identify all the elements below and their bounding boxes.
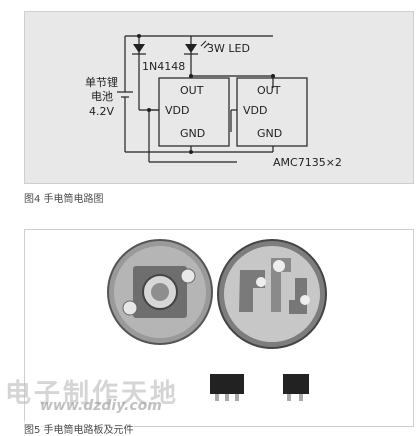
ic-part-label: AMC7135×2 [273, 156, 342, 169]
ic1-gnd-label: GND [180, 127, 205, 140]
circuit-board-photo-panel [24, 229, 414, 427]
battery-label-line2: 电池 [91, 90, 113, 103]
driver-board-photo [217, 239, 327, 349]
figure5-caption: 图5 手电筒电路板及元件 [24, 421, 134, 436]
watermark-url: www.dzdiy.com [40, 398, 162, 414]
led-label: 3W LED [207, 42, 250, 55]
ic1-out-label: OUT [180, 84, 204, 97]
diode-label: 1N4148 [142, 60, 185, 73]
circuit-schematic: 1N4148 3W LED 单节锂 电池 4.2V OUT VDD GND OU… [85, 34, 342, 169]
watermark: 电子制作天地 [5, 379, 180, 409]
figure4-caption: 图4 手电筒电路图 [24, 194, 104, 205]
battery-label-line1: 单节锂 [85, 75, 118, 89]
led-symbol [184, 40, 210, 55]
amc7135-chips-photo [210, 374, 309, 401]
diode-symbol [132, 44, 146, 55]
battery-voltage: 4.2V [89, 105, 114, 118]
ic2-gnd-label: GND [257, 127, 282, 140]
circuit-diagram-panel: 1N4148 3W LED 单节锂 电池 4.2V OUT VDD GND OU… [24, 11, 414, 184]
ic2-vdd-label: VDD [243, 104, 267, 117]
ic2-out-label: OUT [257, 84, 281, 97]
ic1-vdd-label: VDD [165, 104, 189, 117]
circuit-board-photo [107, 239, 327, 401]
led-board-photo [107, 239, 213, 345]
